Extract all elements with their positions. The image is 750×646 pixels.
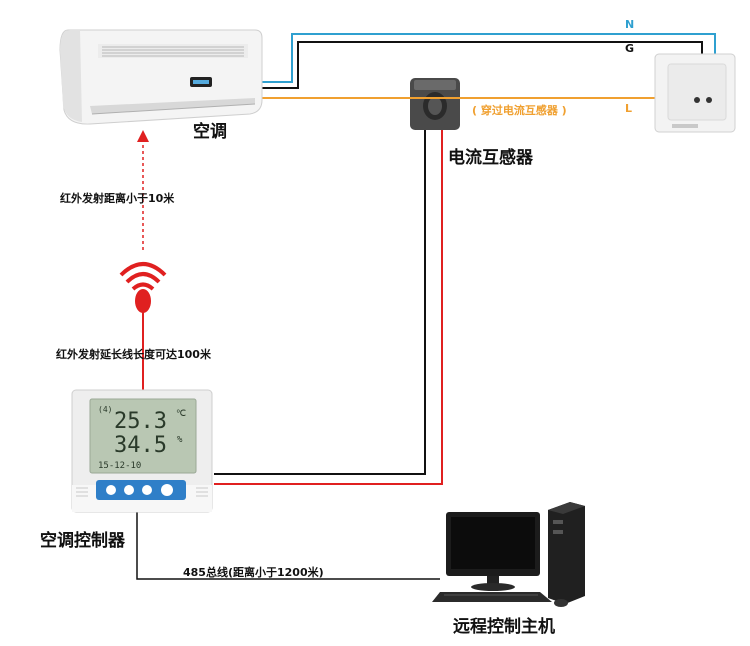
ct-note-label: ( 穿过电流互感器 ) <box>472 104 567 117</box>
wire-g-label: G <box>625 42 635 55</box>
lcd-channel: (4) <box>98 405 112 414</box>
current-transformer-label: 电流互感器 <box>448 148 533 168</box>
ir-emitter <box>119 262 167 313</box>
host-computer <box>432 502 585 607</box>
ct-wire-black <box>214 130 426 475</box>
wire-n-label: N <box>625 18 635 31</box>
ct-wire-red <box>214 130 443 485</box>
current-transformer-device <box>410 78 460 130</box>
air-conditioner-label: 空调 <box>193 122 227 142</box>
lcd-humidity: 34.5 <box>114 433 167 458</box>
wall-socket <box>654 53 736 133</box>
wire-g <box>262 41 703 98</box>
ir-distance-label: 红外发射距离小于10米 <box>60 192 175 205</box>
host-label: 远程控制主机 <box>453 617 555 637</box>
lcd-temperature: 25.3 <box>114 409 167 434</box>
bus-wire <box>136 512 440 580</box>
air-conditioner-unit <box>59 29 263 125</box>
lcd-temp-unit: ℃ <box>176 409 186 419</box>
bus-note-label: 485总线(距离小于1200米) <box>183 566 324 579</box>
wire-l-label: L <box>625 102 633 115</box>
ir-extension-label: 红外发射延长线长度可达100米 <box>56 348 211 361</box>
controller-label: 空调控制器 <box>40 531 125 551</box>
controller-device: (4) 25.3 ℃ 34.5 % 15-12-10 <box>71 389 213 513</box>
lcd-hum-unit: % <box>177 435 183 445</box>
ir-beam-dashed <box>137 130 149 250</box>
wire-n <box>262 33 716 98</box>
lcd-date: 15-12-10 <box>98 461 141 471</box>
